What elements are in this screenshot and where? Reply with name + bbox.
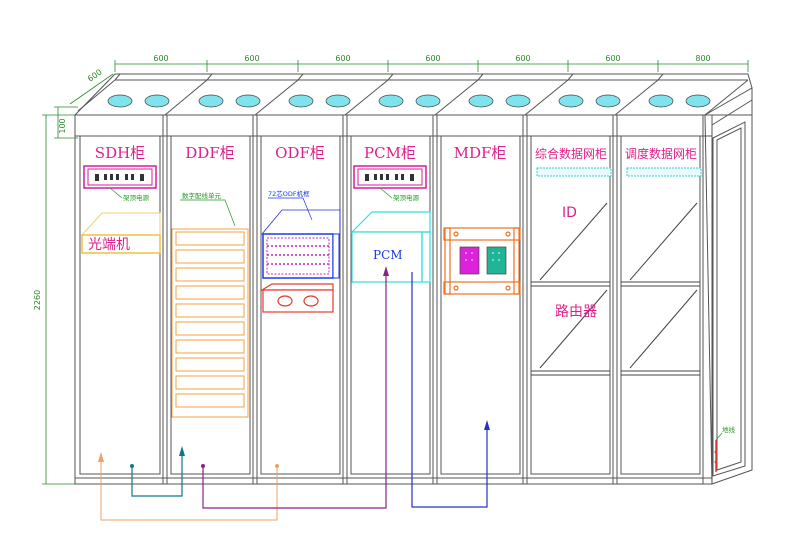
- cabinet-title-ddf: DDF柜: [185, 144, 234, 162]
- pcm-power-leader: [379, 187, 393, 199]
- width-dim-3: 600: [335, 54, 350, 63]
- roof-vents: [107, 94, 711, 108]
- depth-dim: 600: [86, 68, 104, 84]
- ddf-distribution-panel: [171, 228, 249, 418]
- ground-label: 地线: [722, 425, 736, 434]
- cable-purple: [202, 272, 387, 509]
- pcm-device: [350, 211, 431, 283]
- sdh-power-leader: [109, 187, 123, 199]
- width-dim-2: 600: [244, 54, 259, 63]
- mdf-module-magenta: [459, 246, 480, 275]
- sdh-optical-terminal: [80, 212, 161, 254]
- width-dim-5: 600: [515, 54, 530, 63]
- cable-teal: [131, 452, 183, 497]
- cabinet-title-odf: ODF柜: [275, 144, 325, 162]
- sdh-power-unit: [83, 165, 157, 189]
- cable-orange-node: [275, 464, 279, 468]
- odf-fiber-frame: [261, 209, 341, 279]
- cable-teal-arrow: [179, 446, 185, 456]
- cabinet-title-sdh: SDH柜: [95, 144, 145, 162]
- cabinet-row-frame: [74, 73, 753, 485]
- width-dim-4: 600: [425, 54, 440, 63]
- integrated-data-shelves: [531, 167, 612, 376]
- odf-bottom-module: [259, 283, 334, 313]
- odf-frame-leader: [268, 197, 313, 221]
- sdh-power-label: 架顶电源: [123, 193, 150, 202]
- height-dim: 2260: [33, 290, 42, 310]
- dispatch-data-shelves: [621, 167, 702, 376]
- cable-purple-arrow: [383, 266, 389, 276]
- top-height-dim: 100: [58, 118, 67, 133]
- cable-purple-node: [201, 464, 205, 468]
- pcm-power-unit: [353, 165, 427, 189]
- mdf-module-dots: [465, 252, 500, 261]
- ddf-unit-leader: [180, 199, 236, 227]
- cabinet-title-integrated-data: 综合数据网柜: [535, 146, 607, 161]
- cable-teal-node: [130, 464, 134, 468]
- width-dim-7: 800: [695, 54, 710, 63]
- width-dim-1: 600: [153, 54, 168, 63]
- cable-orange-arrow: [98, 452, 104, 462]
- cable-blue-arrow: [484, 420, 490, 430]
- odf-frame-label: 72芯ODF机框: [268, 189, 310, 198]
- pcm-device-label: PCM: [373, 248, 403, 262]
- cabinet-title-mdf: MDF柜: [454, 144, 507, 162]
- pcm-power-label: 架顶电源: [393, 193, 420, 202]
- cabinet-title-dispatch-data: 调度数据网柜: [625, 146, 697, 161]
- top-dimension-lines: [42, 60, 749, 485]
- mdf-module-teal: [486, 246, 507, 275]
- mdf-frame: [443, 227, 521, 295]
- cable-blue: [411, 272, 488, 508]
- ground-terminal: [714, 432, 723, 472]
- sdh-optical-label: 光端机: [88, 237, 130, 253]
- ddf-unit-label: 数字配线单元: [182, 191, 222, 200]
- cable-orange: [100, 458, 278, 521]
- cabinet-title-pcm: PCM柜: [364, 144, 416, 162]
- integrated-data-router-label: 路由器: [555, 304, 597, 320]
- integrated-data-id-label: ID: [562, 205, 577, 221]
- width-dim-6: 600: [605, 54, 620, 63]
